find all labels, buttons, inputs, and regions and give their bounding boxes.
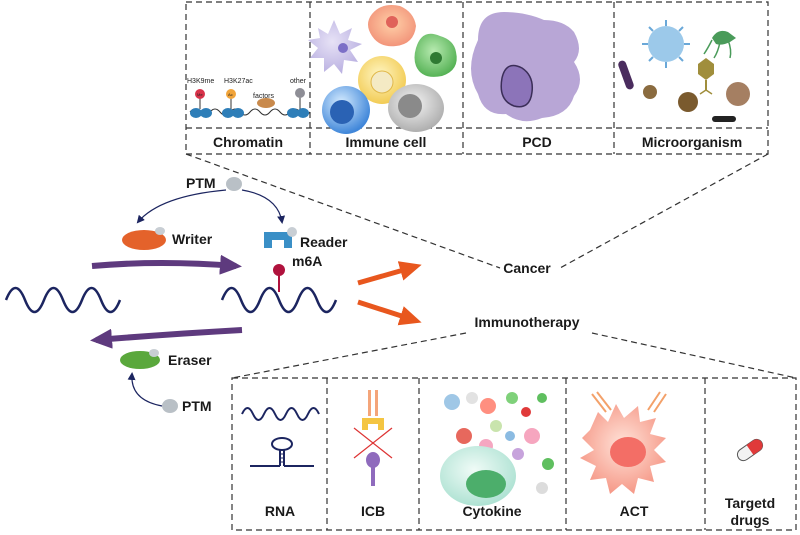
h3k27ac-label: H3K27ac: [224, 78, 253, 85]
virus-3-icon: [726, 82, 750, 106]
rod-bacterium-icon: [618, 60, 634, 90]
cancer-arrow: [357, 261, 422, 286]
icb-illustration: [353, 390, 393, 486]
hairpin-rna-icon: [250, 437, 314, 467]
cancer-label: Cancer: [503, 260, 551, 276]
reader-icon: [264, 227, 297, 248]
bottom-panel-frame: [231, 377, 797, 531]
pcd-illustration: [471, 12, 580, 122]
eraser-icon: [120, 349, 160, 369]
h3k9me-label: H3K9me: [187, 78, 214, 85]
ptm-bottom-label: PTM: [182, 398, 212, 414]
funnel-line-right: [559, 153, 769, 269]
immune-cell-illustration: [308, 5, 457, 134]
unmodified-rna-strand: [4, 286, 122, 314]
phage-icon: [698, 58, 714, 95]
immunotherapy-label: Immunotherapy: [474, 314, 579, 330]
immune-cell-label: Immune cell: [346, 134, 427, 150]
ptm-top-label: PTM: [186, 175, 216, 191]
pcd-label: PCD: [522, 134, 552, 150]
t-cell-receptor-icons: [591, 391, 667, 413]
microorganism-label: Microorganism: [642, 134, 742, 150]
funnel-line-bottom-left: [231, 332, 467, 379]
rna-label: RNA: [265, 503, 295, 519]
factors-label: factors: [253, 93, 275, 100]
eraser-label: Eraser: [168, 352, 212, 368]
funnel-line-bottom-right: [591, 332, 797, 379]
dendritic-cell-icon: [308, 20, 362, 74]
bacterium-icon: [712, 30, 736, 45]
capsule-icon: [736, 438, 764, 462]
top-panel-frame: [185, 1, 769, 155]
funnel-line-left: [185, 153, 501, 269]
acetyl-mark-icon: [226, 89, 236, 99]
factor-protein-icon: [257, 98, 275, 108]
pd1-receptor-icon: [362, 418, 384, 430]
act-illustration: [580, 391, 667, 494]
chromatin-illustration: H3K9me H3K27ac other factors Me Ac: [187, 78, 311, 118]
immunotherapy-arrow: [357, 299, 422, 326]
m6a-label: m6A: [292, 253, 322, 269]
spore-icon: [643, 85, 657, 99]
cytokine-illustration: [440, 392, 554, 506]
virus-2-icon: [678, 92, 698, 112]
pdl1-ligand-icon: [366, 452, 380, 468]
demethylation-arrow: [90, 327, 243, 349]
m6a-mark-icon: [273, 264, 285, 276]
icb-label: ICB: [361, 503, 385, 519]
writer-icon: [122, 227, 166, 250]
methyl-mark-icon: [195, 89, 205, 99]
svg-text:Me: Me: [197, 92, 203, 97]
other-mark-icon: [295, 88, 305, 98]
rna-illustration: [241, 407, 320, 467]
other-label: other: [290, 78, 307, 85]
methylation-arrow: [91, 254, 242, 275]
act-label: ACT: [620, 503, 649, 519]
ptm-top-icon: [226, 177, 242, 191]
ptm-bottom-icon: [162, 399, 178, 413]
virus-icon: [642, 20, 690, 68]
nucleosome-icons: [190, 108, 309, 118]
svg-text:Ac: Ac: [228, 92, 233, 97]
microorganism-illustration: [618, 20, 750, 122]
bacillus-icon: [712, 116, 736, 122]
cytokine-label: Cytokine: [462, 503, 521, 519]
targeted-drugs-label-line1: Targetd: [725, 495, 775, 511]
modified-rna-strand: [220, 286, 338, 314]
nucleus-icon: [500, 64, 534, 108]
chromatin-label: Chromatin: [213, 134, 283, 150]
writer-label: Writer: [172, 231, 213, 247]
dying-cell-icon: [471, 12, 580, 122]
targeted-drugs-label-line2: drugs: [731, 512, 770, 528]
reader-label: Reader: [300, 234, 348, 250]
